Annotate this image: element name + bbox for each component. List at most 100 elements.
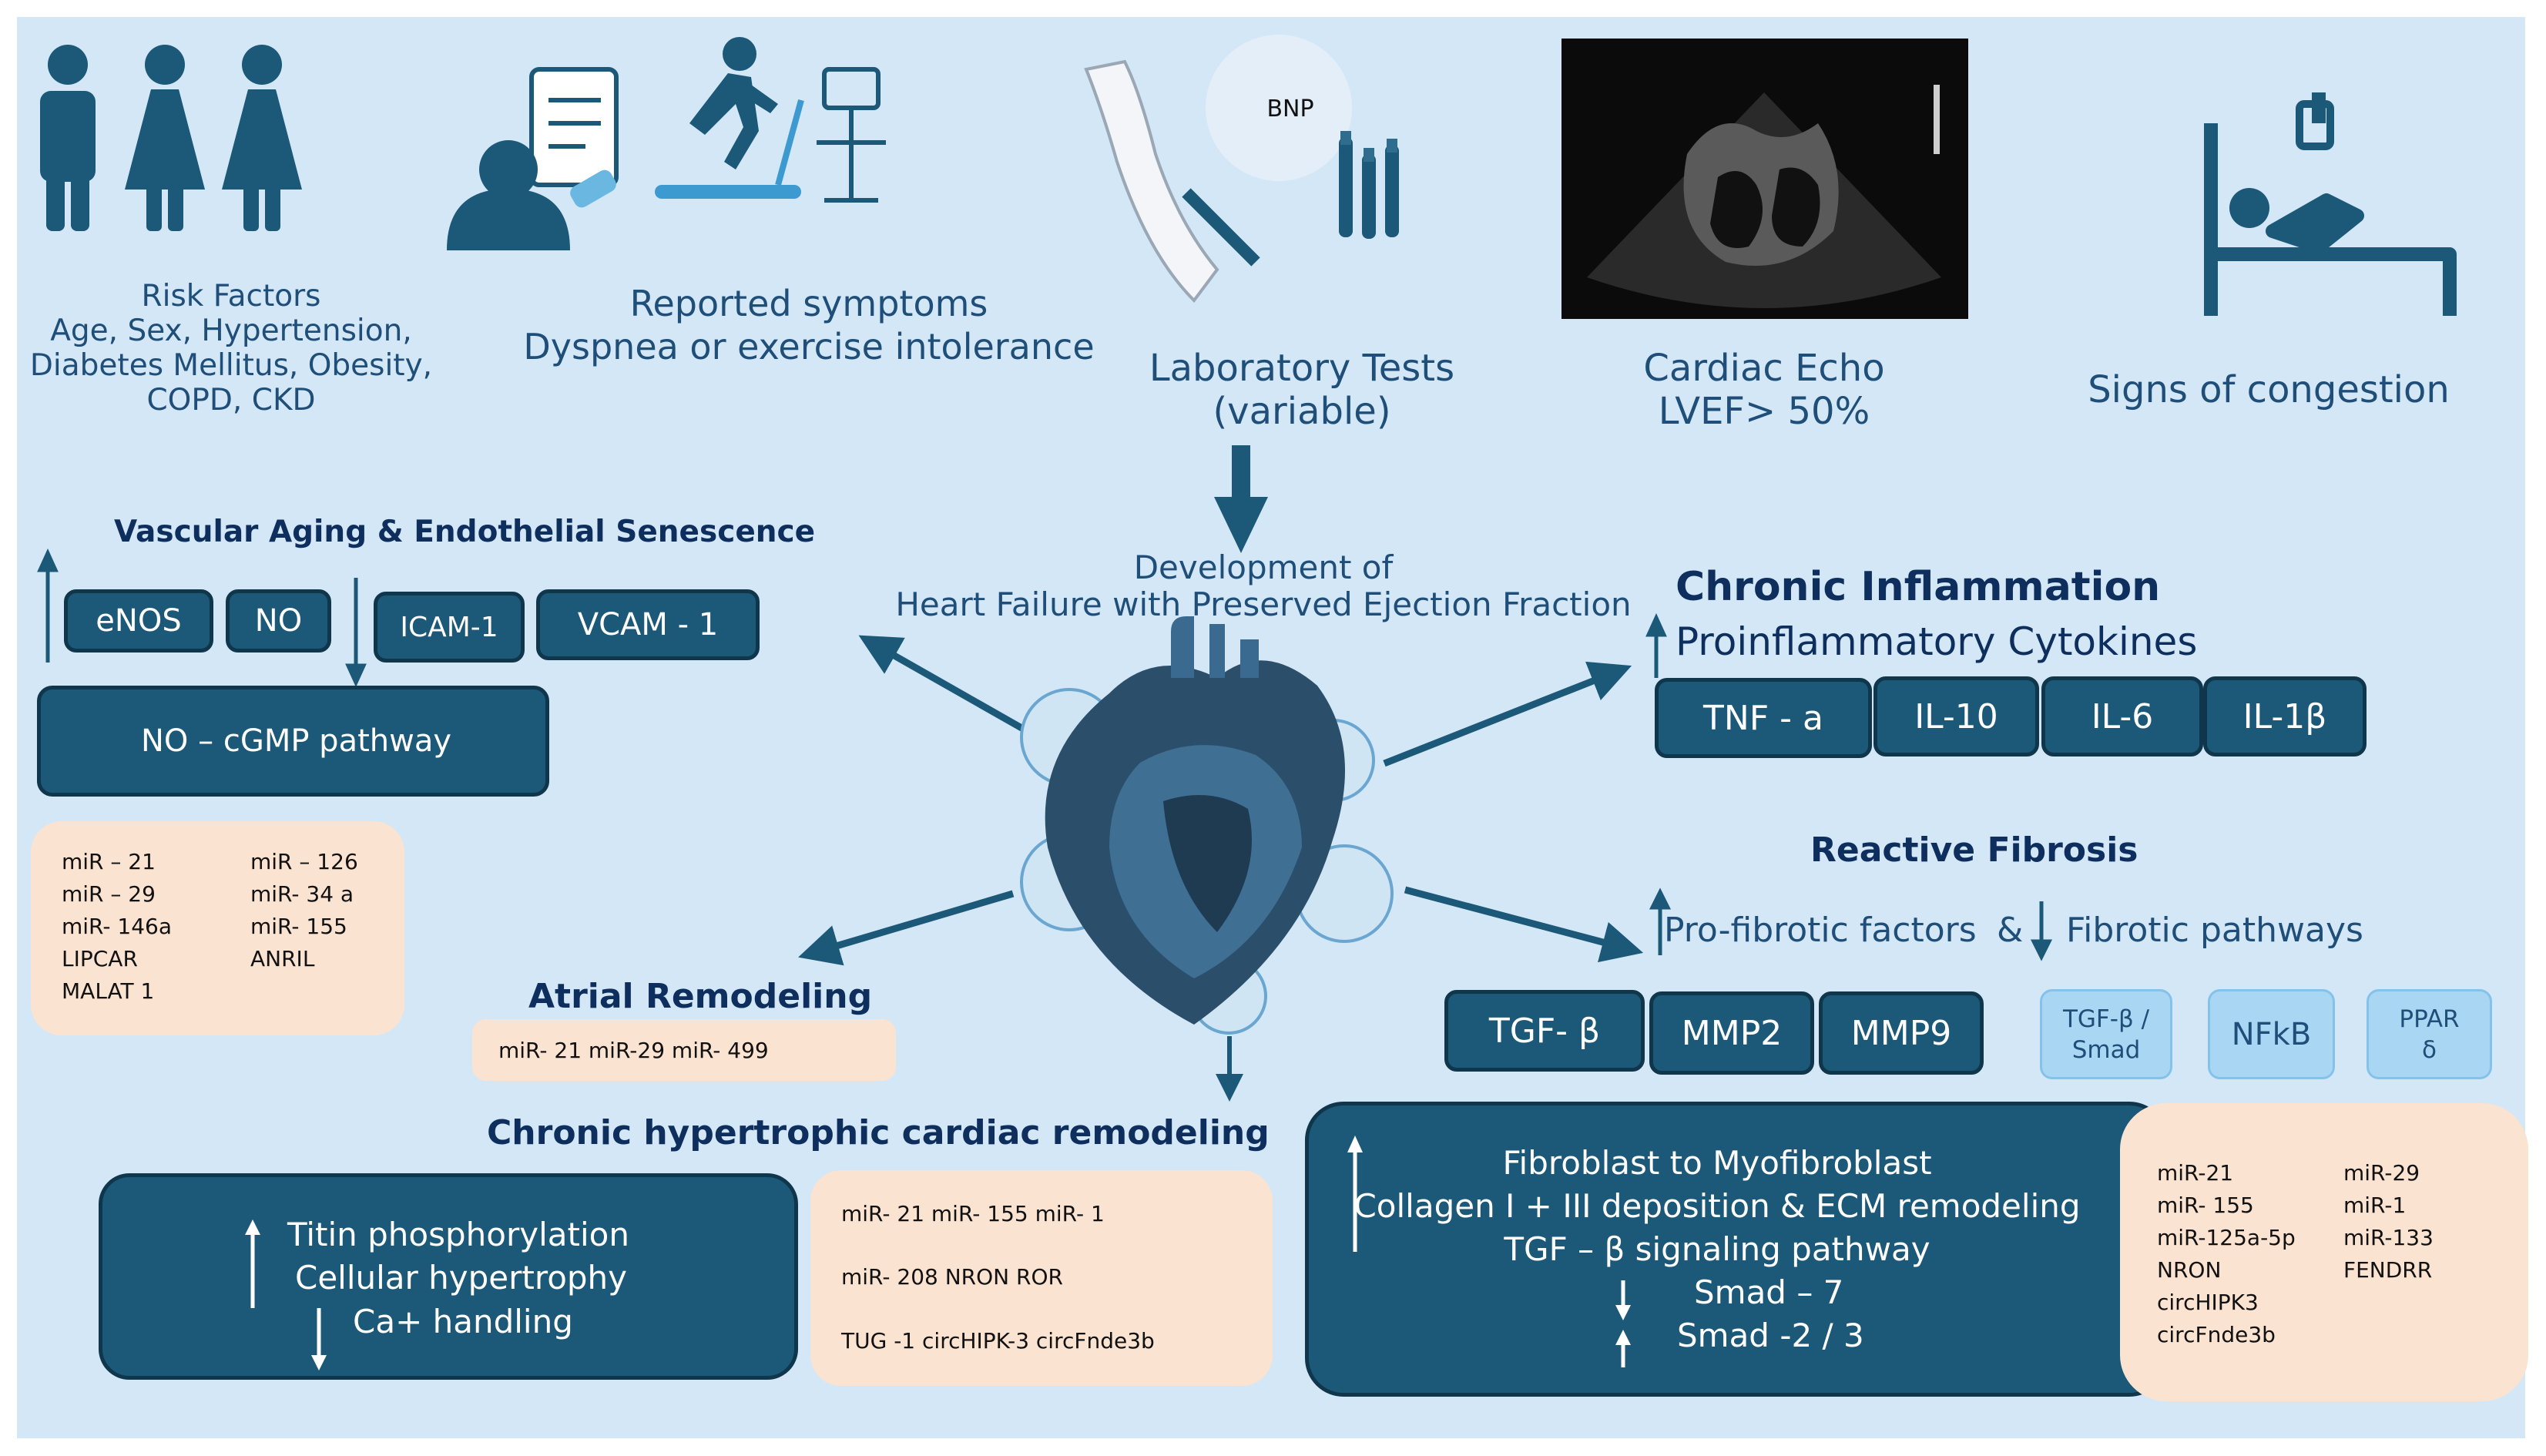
fibroblast-line-2: Collagen I + III deposition & ECM remode… xyxy=(1354,1187,2081,1225)
fibrosis-title: Reactive Fibrosis xyxy=(1810,830,2138,870)
mirna-item: miR – 29 xyxy=(62,881,156,907)
center-text: Development of Heart Failure with Preser… xyxy=(886,549,1641,623)
vascular-mirna-col-2: miR – 126 miR- 34 a miR- 155 ANRIL xyxy=(250,846,358,975)
tgfb-box: TGF- β xyxy=(1444,990,1645,1072)
no-cgmp-pathway-label: NO – cGMP pathway xyxy=(141,723,452,759)
hypertrophic-mirna-1: miR- 21 miR- 155 miR- 1 xyxy=(841,1201,1105,1226)
mirna-item: miR- 155 xyxy=(2157,1193,2254,1218)
bnp-label: BNP xyxy=(1266,96,1314,122)
man-icon xyxy=(40,45,96,231)
treadmill-icon xyxy=(655,37,886,203)
fibrotic-pathways-label: Fibrotic pathways xyxy=(2066,911,2363,950)
fibrosis-amp: & xyxy=(1997,911,2024,950)
mirna-item: FENDRR xyxy=(2343,1257,2433,1283)
titin-label: Titin phosphorylation xyxy=(287,1216,629,1253)
echo-text: Cardiac Echo LVEF> 50% xyxy=(1579,347,1949,433)
down-arrow-shaft xyxy=(1232,445,1250,499)
cellular-hypertrophy-label: Cellular hypertrophy xyxy=(295,1259,628,1297)
mirna-item: LIPCAR xyxy=(62,946,138,971)
hypertrophic-mirna-3: TUG -1 circHIPK-3 circFnde3b xyxy=(841,1328,1155,1354)
vcam1-box: VCAM - 1 xyxy=(536,589,760,660)
arrow-to-atrial xyxy=(798,890,1015,966)
tgfb-smad-line-1: TGF-β / xyxy=(2062,1005,2150,1033)
atrial-mirna: miR- 21 miR-29 miR- 499 xyxy=(498,1038,769,1063)
woman-icon xyxy=(125,45,205,231)
center-line-1: Development of xyxy=(1133,549,1394,586)
echo-title: Cardiac Echo xyxy=(1643,347,1885,390)
mirna-item: miR-29 xyxy=(2343,1160,2420,1186)
down-arrow-head xyxy=(1214,497,1268,553)
fibroblast-arrows xyxy=(1347,1136,1631,1367)
ca-handling-label: Ca+ handling xyxy=(353,1303,573,1340)
icam1-box: ICAM-1 xyxy=(374,592,525,663)
mirna-item: miR-1 xyxy=(2343,1193,2407,1218)
mirna-item: miR- 34 a xyxy=(250,881,354,907)
echo-image xyxy=(1561,39,1968,319)
mirna-item: ANRIL xyxy=(250,946,315,971)
mmp9-box: MMP9 xyxy=(1819,991,1984,1075)
fibrosis-mirna-box: miR-21 miR- 155 miR-125a-5p NRON circHIP… xyxy=(2120,1103,2528,1401)
mmp2-box: MMP2 xyxy=(1649,991,1814,1075)
mirna-item: miR-125a-5p xyxy=(2157,1225,2296,1250)
lab-tests-detail: (variable) xyxy=(1213,390,1391,433)
il1b-box: IL-1β xyxy=(2203,676,2367,757)
fibroblast-line-3: TGF – β signaling pathway xyxy=(1504,1230,1930,1268)
mirna-item: miR-133 xyxy=(2343,1225,2434,1250)
smad7-label: Smad – 7 xyxy=(1694,1273,1844,1311)
risk-factors-line-2: Age, Sex, Hypertension, xyxy=(50,314,412,348)
lab-tests-text: Laboratory Tests (variable) xyxy=(1117,347,1487,433)
lab-tests-title: Laboratory Tests xyxy=(1149,347,1455,390)
fibroblast-line-1: Fibroblast to Myofibroblast xyxy=(1502,1144,1932,1182)
ppar-line-1: PPAR xyxy=(2399,1005,2460,1033)
tgfb-smad-box: TGF-β / Smad xyxy=(2040,989,2172,1079)
il6-box: IL-6 xyxy=(2041,676,2203,757)
mirna-item: circHIPK3 xyxy=(2157,1290,2259,1315)
arrow-to-inflammation xyxy=(1383,661,1632,767)
smad23-label: Smad -2 / 3 xyxy=(1677,1317,1864,1354)
atrial-mirna-box: miR- 21 miR-29 miR- 499 xyxy=(472,1019,896,1081)
mirna-item: MALAT 1 xyxy=(62,978,155,1004)
tgfb-smad-line-2: Smad xyxy=(2071,1035,2141,1064)
atrial-title: Atrial Remodeling xyxy=(528,977,873,1016)
risk-factors-line-4: COPD, CKD xyxy=(146,383,316,418)
hypertrophic-title: Chronic hypertrophic cardiac remodeling xyxy=(487,1113,1270,1152)
arrow-to-fibrosis xyxy=(1404,886,1644,963)
vascular-mirna-col-1: miR – 21 miR – 29 miR- 146a LIPCAR MALAT… xyxy=(62,846,172,1008)
mirna-item: miR – 126 xyxy=(250,849,358,874)
no-cgmp-pathway-box: NO – cGMP pathway xyxy=(37,686,549,797)
fibrosis-mirna-col-2: miR-29 miR-1 miR-133 FENDRR xyxy=(2343,1157,2434,1287)
mirna-item: miR- 155 xyxy=(250,914,347,939)
mirna-item: miR – 21 xyxy=(62,849,156,874)
risk-factors-line-3: Diabetes Mellitus, Obesity, xyxy=(29,348,433,383)
mirna-item: circFnde3b xyxy=(2157,1322,2276,1347)
hypertrophic-arrows xyxy=(245,1219,327,1370)
patient-bed-icon xyxy=(2204,92,2457,316)
risk-factors-text: Risk Factors Age, Sex, Hypertension, Dia… xyxy=(23,279,439,418)
arrow-to-vascular xyxy=(858,635,1031,735)
vascular-title: Vascular Aging & Endothelial Senescence xyxy=(114,515,816,549)
hypertrophic-mirna-2: miR- 208 NRON ROR xyxy=(841,1264,1063,1290)
hypertrophic-box: Titin phosphorylation Cellular hypertrop… xyxy=(99,1173,798,1380)
il10-box: IL-10 xyxy=(1873,676,2039,757)
vascular-mirna-box: miR – 21 miR – 29 miR- 146a LIPCAR MALAT… xyxy=(31,821,404,1035)
fibrosis-mirna-col-1: miR-21 miR- 155 miR-125a-5p NRON circHIP… xyxy=(2157,1157,2296,1351)
symptoms-text: Reported symptoms Dyspnea or exercise in… xyxy=(516,282,1102,368)
tnf-box: TNF - a xyxy=(1655,678,1872,758)
pro-fibrotic-label: Pro-fibrotic factors xyxy=(1664,911,1977,950)
hypertrophic-mirna-box: miR- 21 miR- 155 miR- 1 miR- 208 NRON RO… xyxy=(810,1170,1273,1386)
nfkb-label: NFkB xyxy=(2231,1016,2312,1052)
inflammation-subtitle: Proinflammatory Cytokines xyxy=(1676,619,2198,664)
no-box: NO xyxy=(226,589,331,653)
doctor-clipboard-icon xyxy=(447,67,619,250)
nfkb-box: NFkB xyxy=(2208,989,2335,1079)
ppar-line-2: δ xyxy=(2422,1035,2437,1064)
blood-test-icon xyxy=(1084,35,1399,304)
center-line-2: Heart Failure with Preserved Ejection Fr… xyxy=(895,585,1632,623)
enos-box: eNOS xyxy=(64,589,213,653)
mirna-item: miR- 146a xyxy=(62,914,172,939)
symptoms-detail: Dyspnea or exercise intolerance xyxy=(523,326,1095,367)
fibroblast-box: Fibroblast to Myofibroblast Collagen I +… xyxy=(1305,1102,2168,1397)
inflammation-title: Chronic Inflammation xyxy=(1676,564,2161,610)
risk-factors-title: Risk Factors xyxy=(141,279,321,314)
